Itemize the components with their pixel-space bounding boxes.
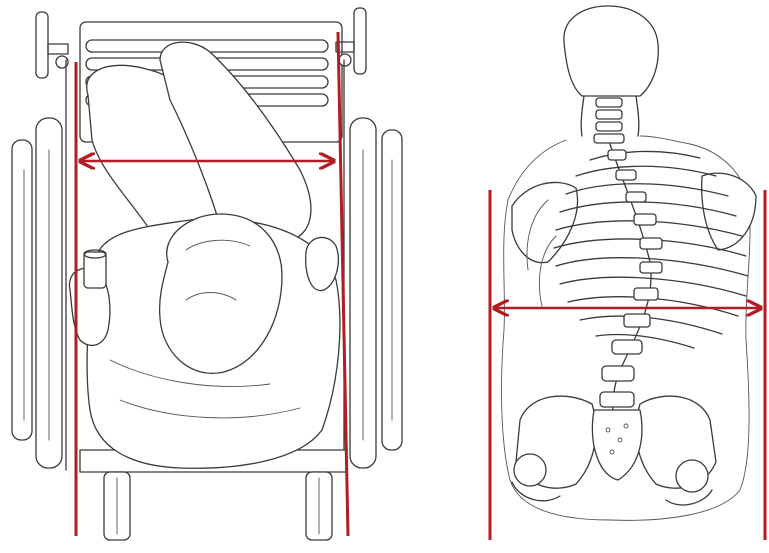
- wheelchair-left-wheel: [12, 118, 62, 468]
- skeleton-illustration: [502, 6, 756, 520]
- scoliotic-spine: [600, 144, 662, 440]
- left-scapula: [512, 182, 578, 262]
- right-scapula: [702, 173, 756, 250]
- cervical-spine: [581, 96, 639, 143]
- pelvis: [512, 396, 716, 505]
- wheelchair-right-wheel: [350, 118, 402, 468]
- skull: [564, 6, 658, 96]
